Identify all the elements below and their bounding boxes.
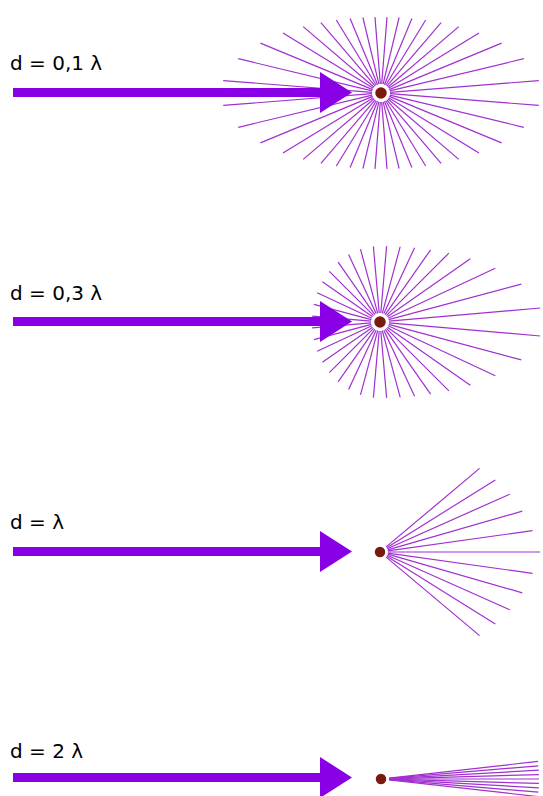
scattered-ray <box>388 27 459 88</box>
scattered-ray <box>382 331 400 398</box>
scattered-ray <box>383 102 399 169</box>
scattered-ray <box>386 20 426 85</box>
incident-arrow <box>13 72 352 796</box>
scattered-ray <box>338 329 375 382</box>
scattered-ray <box>361 249 378 313</box>
scattered-ray <box>388 268 495 318</box>
scattered-ray <box>260 96 372 142</box>
scattered-ray <box>384 18 412 84</box>
scattered-ray <box>386 101 426 166</box>
scattered-ray <box>389 761 538 778</box>
scattered-ray <box>388 326 495 376</box>
particle-dot <box>375 87 388 100</box>
scattered-ray <box>384 330 415 396</box>
scattered-ray <box>390 59 524 91</box>
scattered-ray <box>387 259 470 317</box>
scattered-ray <box>373 331 379 398</box>
distance-label: d = 0,3 λ <box>10 282 102 304</box>
arrow-shaft <box>13 547 323 556</box>
arrow-head <box>320 301 352 342</box>
scattered-ray <box>387 23 441 87</box>
particle <box>374 87 388 786</box>
distance-label: d = λ <box>10 511 64 533</box>
scattered-ray <box>390 94 539 106</box>
scattered-ray <box>321 23 375 87</box>
scattered-ray <box>388 99 459 160</box>
scattered-ray <box>260 43 372 90</box>
scattered-ray <box>381 331 387 398</box>
scattered-ray <box>386 468 480 547</box>
scattered-ray <box>382 17 387 84</box>
scattered-ray <box>303 27 374 88</box>
scattered-ray <box>385 250 430 315</box>
scattered-ray <box>388 511 523 550</box>
scattered-ray <box>384 248 415 314</box>
arrow-head <box>320 72 352 113</box>
scattered-ray <box>389 308 540 321</box>
scattered-ray <box>375 17 380 84</box>
arrow-shaft <box>13 317 323 326</box>
arrow-head <box>320 531 352 572</box>
scattered-ray <box>321 100 375 164</box>
scattered-ray <box>336 101 376 166</box>
scattered-ray <box>303 99 374 160</box>
scattered-ray <box>385 329 430 394</box>
scattered-ray <box>389 780 538 796</box>
scattered-ray <box>361 331 378 395</box>
scattered-ray <box>382 102 387 169</box>
scattered-ray <box>338 262 375 315</box>
scattered-ray <box>389 770 539 778</box>
scattered-ray <box>389 775 539 779</box>
scattered-ray <box>388 551 540 552</box>
scattered-rays <box>223 17 540 796</box>
scattered-ray <box>387 100 441 164</box>
scattered-ray <box>381 246 387 313</box>
scattered-ray <box>389 284 522 320</box>
scattered-ray <box>384 101 412 167</box>
particle-dot <box>374 546 386 558</box>
scattered-ray <box>336 20 376 85</box>
particle-dot <box>374 316 387 329</box>
scattered-ray <box>389 43 501 90</box>
scattered-ray <box>363 18 379 85</box>
arrow-head <box>320 757 352 796</box>
scattered-ray <box>389 323 540 336</box>
scattered-ray <box>387 327 470 385</box>
scattered-ray <box>373 246 379 313</box>
distance-label: d = 0,1 λ <box>10 52 102 74</box>
arrow-shaft <box>13 773 323 782</box>
scattered-ray <box>390 81 539 93</box>
scattered-ray <box>238 95 372 127</box>
particle-dot <box>375 773 387 785</box>
scattered-ray <box>386 557 480 636</box>
arrow-shaft <box>13 88 323 97</box>
scattered-ray <box>388 531 533 551</box>
scattered-ray <box>389 96 501 142</box>
scattered-ray <box>375 102 380 169</box>
scattered-ray <box>388 554 523 593</box>
scattered-ray <box>349 255 377 314</box>
scattered-ray <box>389 766 538 779</box>
scattered-ray <box>382 247 400 314</box>
scattered-ray <box>350 101 378 167</box>
distance-label: d = 2 λ <box>10 740 83 762</box>
scattered-ray <box>387 555 509 610</box>
scattered-ray <box>389 780 538 793</box>
scattered-ray <box>387 494 509 549</box>
scattered-ray <box>387 556 496 624</box>
scattered-ray <box>350 18 378 84</box>
